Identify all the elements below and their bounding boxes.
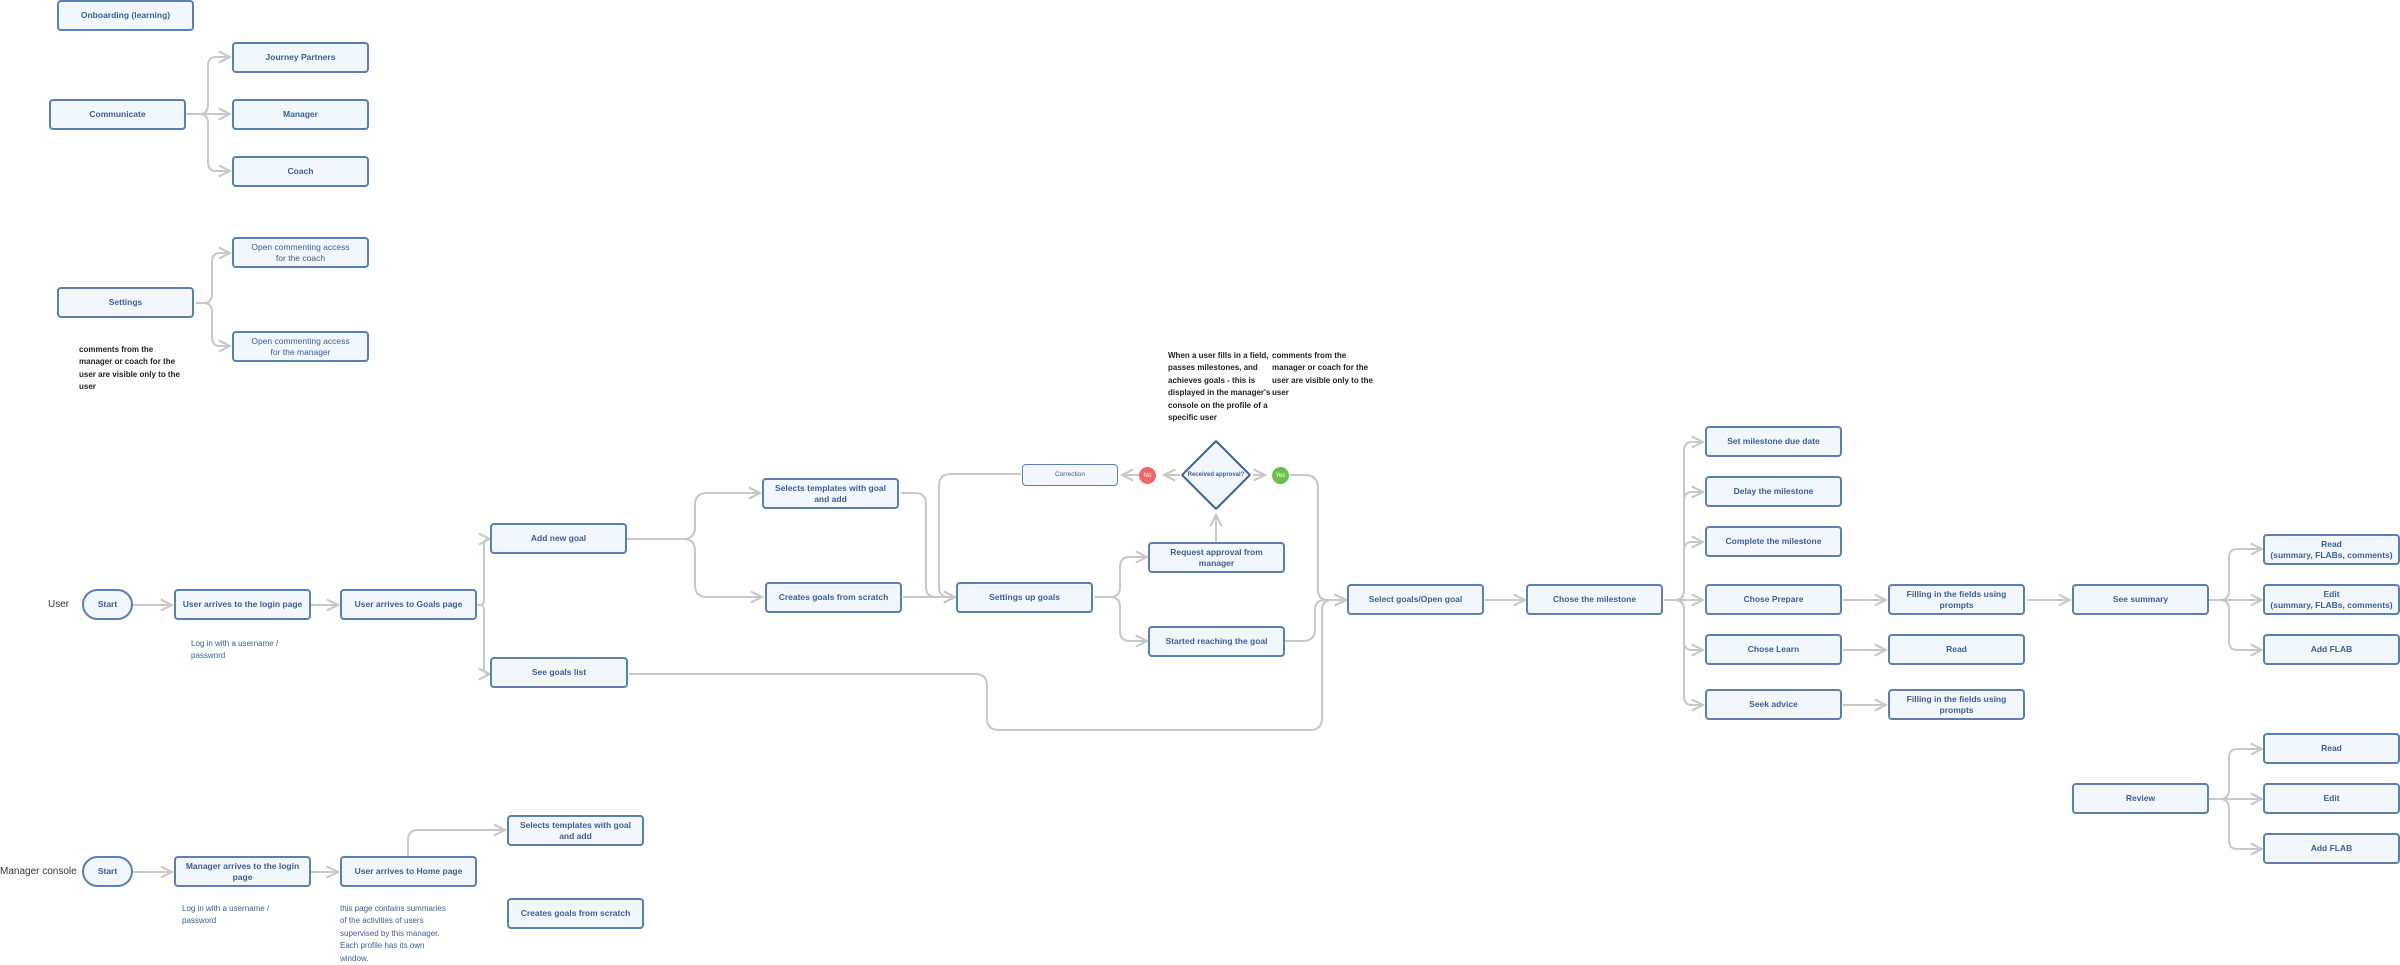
received-approval-decision[interactable]: Received approval? (1180, 439, 1252, 511)
connector (1285, 600, 1346, 642)
user-login-note: Log in with a username / password (191, 639, 279, 661)
connector (1095, 557, 1147, 598)
seek-advice-node[interactable]: Seek advice (1705, 689, 1842, 720)
connector (186, 113, 230, 171)
request-approval-node[interactable]: Request approval from manager (1148, 542, 1285, 573)
manager-creates-scratch-node[interactable]: Creates goals from scratch (507, 898, 644, 929)
connector (2209, 599, 2262, 650)
connector (196, 253, 230, 304)
summary-edit-node[interactable]: Edit (summary, FLABs, comments) (2263, 584, 2400, 615)
selects-templates-node[interactable]: Selects templates with goal and add (762, 478, 899, 509)
connector (196, 302, 230, 346)
connector (1290, 474, 1346, 600)
connector (1664, 542, 1703, 601)
connector (1095, 596, 1147, 641)
lane-label-user: User (48, 599, 70, 610)
connector (2209, 549, 2262, 601)
read-learn-node[interactable]: Read (1888, 634, 2025, 665)
review-edit-node[interactable]: Edit (2263, 783, 2400, 814)
lane-label-manager: Manager console (0, 866, 77, 877)
add-new-goal-node[interactable]: Add new goal (490, 523, 627, 554)
connector (629, 600, 1346, 731)
correction-node[interactable]: Correction (1022, 464, 1118, 486)
connector (627, 538, 762, 597)
review-add-flab-node[interactable]: Add FLAB (2263, 833, 2400, 864)
connector (2209, 798, 2262, 849)
filling-prepare-node[interactable]: Filling in the fields using prompts (1888, 584, 2025, 615)
approval-note-comments: comments from the manager or coach for t… (1272, 351, 1373, 398)
manager-login-page-node[interactable]: Manager arrives to the login page (174, 856, 311, 887)
started-reaching-node[interactable]: Started reaching the goal (1148, 626, 1285, 657)
manager-start-node[interactable]: Start (82, 856, 133, 887)
onboarding-node[interactable]: Onboarding (learning) (57, 0, 194, 31)
no-badge: No (1139, 467, 1156, 484)
connector (477, 604, 490, 674)
manager-selects-templates-node[interactable]: Selects templates with goal and add (507, 815, 644, 846)
summary-add-flab-node[interactable]: Add FLAB (2263, 634, 2400, 665)
user-login-page-node[interactable]: User arrives to the login page (174, 589, 311, 620)
delay-milestone-node[interactable]: Delay the milestone (1705, 476, 1842, 507)
connector (477, 539, 490, 606)
chose-learn-node[interactable]: Chose Learn (1705, 634, 1842, 665)
connector (186, 57, 230, 115)
yes-badge: Yes (1272, 467, 1289, 484)
open-coach-access-node[interactable]: Open commenting access for the coach (232, 237, 369, 268)
connector (1664, 599, 1703, 705)
see-summary-node[interactable]: See summary (2072, 584, 2209, 615)
connector (901, 492, 955, 597)
goals-page-node[interactable]: User arrives to Goals page (340, 589, 477, 620)
communicate-node[interactable]: Communicate (49, 99, 186, 130)
manager-node[interactable]: Manager (232, 99, 369, 130)
review-read-node[interactable]: Read (2263, 733, 2400, 764)
settings-up-goals-node[interactable]: Settings up goals (956, 582, 1093, 613)
connector (627, 493, 760, 540)
home-page-node[interactable]: User arrives to Home page (340, 856, 477, 887)
review-node[interactable]: Review (2072, 783, 2209, 814)
see-goals-list-node[interactable]: See goals list (490, 657, 628, 688)
settings-note: comments from the manager or coach for t… (79, 345, 180, 392)
connector (407, 830, 505, 857)
select-goals-node[interactable]: Select goals/Open goal (1347, 584, 1484, 615)
complete-milestone-node[interactable]: Complete the milestone (1705, 526, 1842, 557)
filling-advice-node[interactable]: Filling in the fields using prompts (1888, 689, 2025, 720)
coach-node[interactable]: Coach (232, 156, 369, 187)
journey-partners-node[interactable]: Journey Partners (232, 42, 369, 73)
chose-milestone-node[interactable]: Chose the milestone (1526, 584, 1663, 615)
connector (938, 473, 1021, 597)
set-due-date-node[interactable]: Set milestone due date (1705, 426, 1842, 457)
creates-scratch-node[interactable]: Creates goals from scratch (765, 582, 902, 613)
summary-read-node[interactable]: Read (summary, FLABs, comments) (2263, 534, 2400, 565)
approval-note-manager-console: When a user fills in a field, passes mil… (1168, 351, 1271, 422)
decision-label: Received approval? (1187, 472, 1245, 478)
home-page-note: this page contains summaries of the acti… (340, 904, 446, 963)
settings-node[interactable]: Settings (57, 287, 194, 318)
open-manager-access-node[interactable]: Open commenting access for the manager (232, 331, 369, 362)
manager-login-note: Log in with a username / password (182, 904, 270, 926)
connector (2209, 749, 2262, 800)
chose-prepare-node[interactable]: Chose Prepare (1705, 584, 1842, 615)
user-start-node[interactable]: Start (82, 589, 133, 620)
